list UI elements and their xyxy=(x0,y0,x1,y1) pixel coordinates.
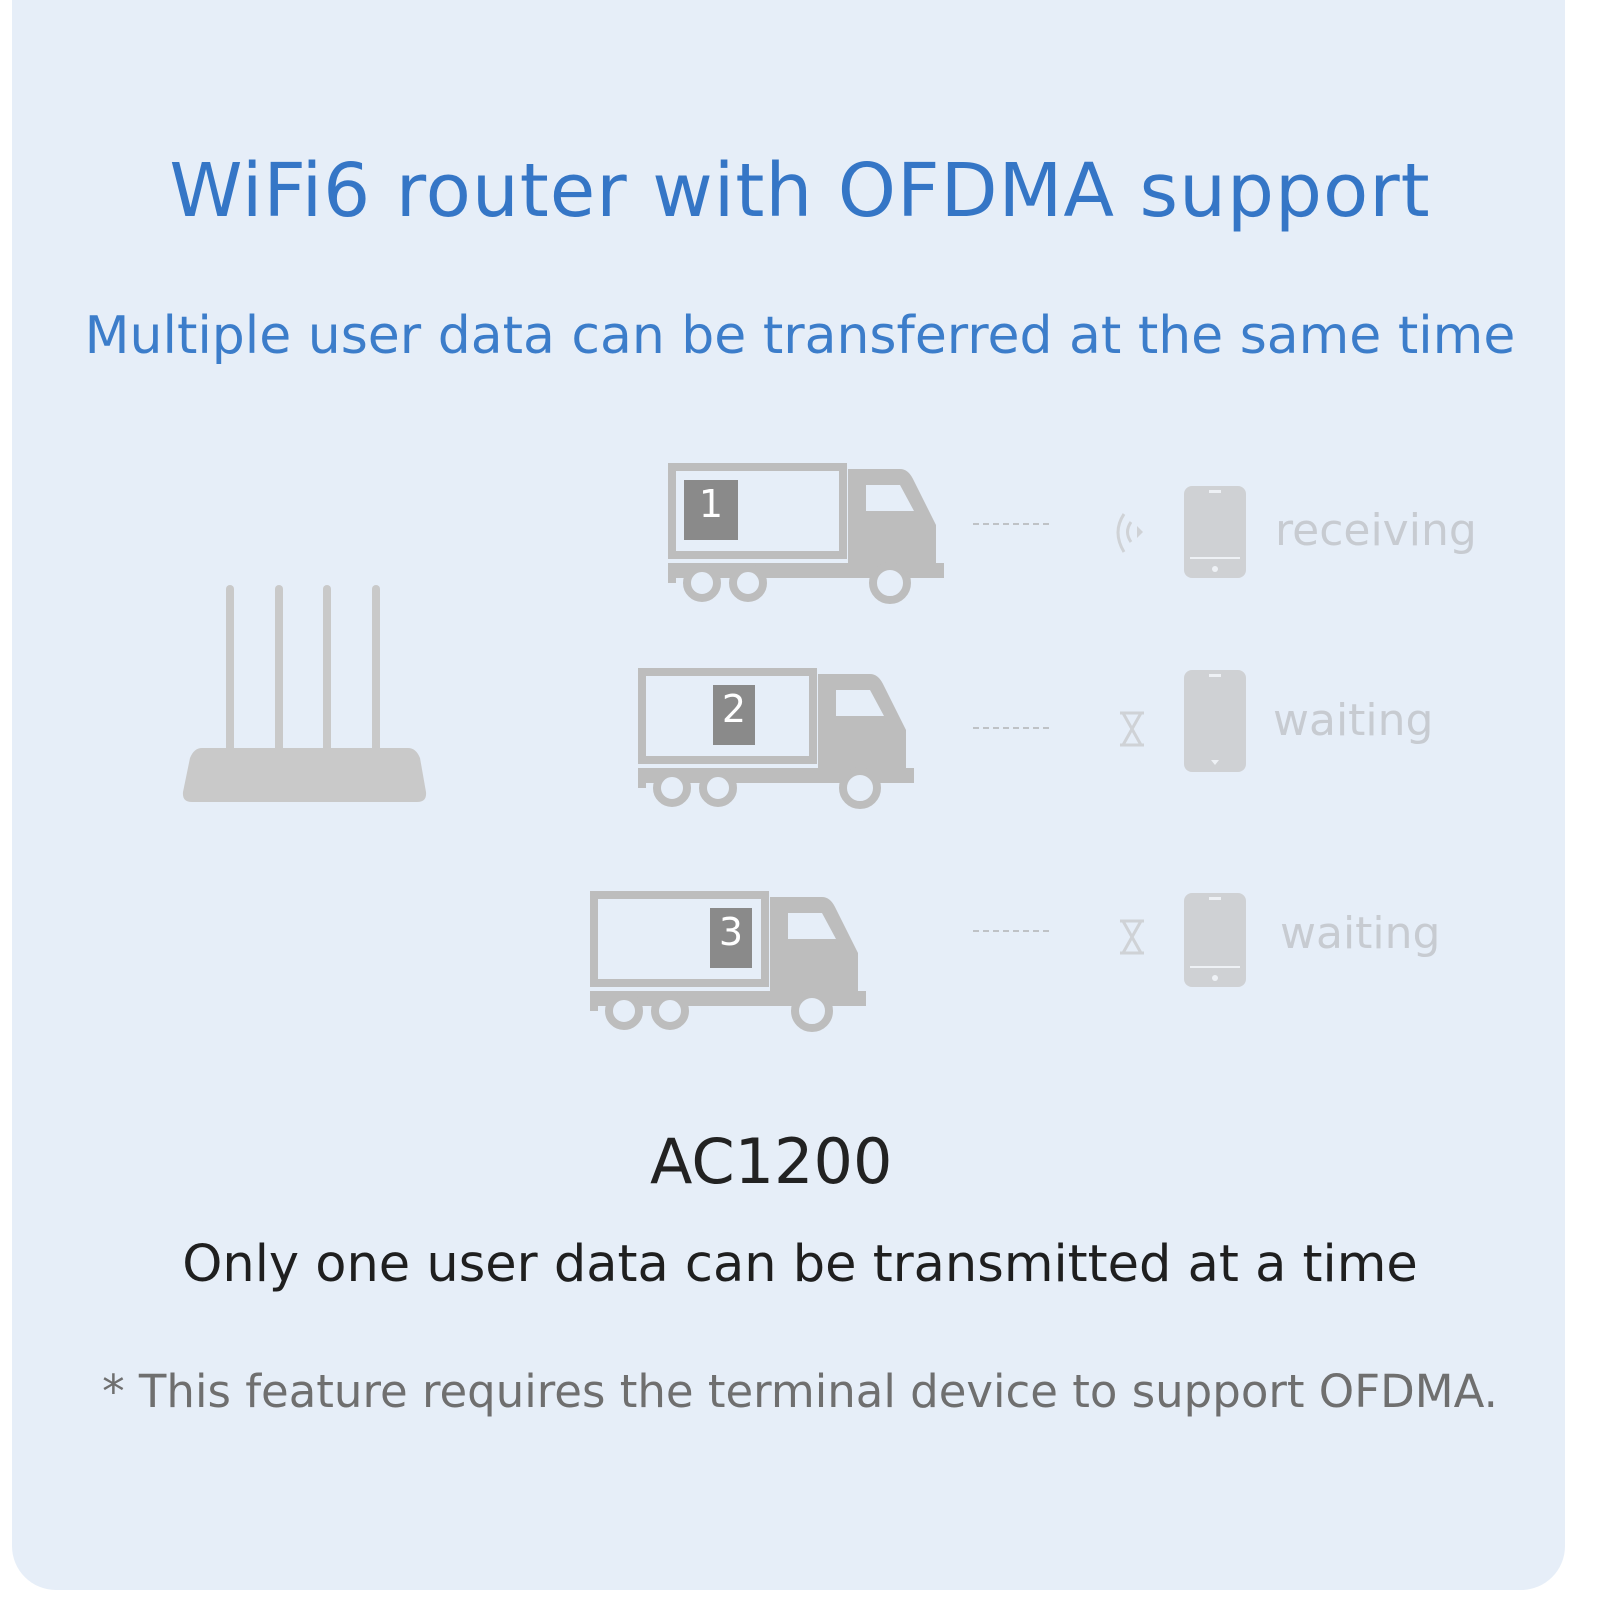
connector-line xyxy=(973,523,1049,525)
status-label: waiting xyxy=(1280,908,1441,959)
truck-2-icon xyxy=(638,668,914,809)
truck-number: 3 xyxy=(718,910,744,954)
status-label: receiving xyxy=(1275,505,1477,556)
connector-line xyxy=(973,727,1049,729)
hourglass-icon xyxy=(1120,919,1144,955)
truck-number: 2 xyxy=(721,687,747,731)
phone-icon xyxy=(1184,486,1246,578)
truck-number: 1 xyxy=(698,482,724,526)
caption: Only one user data can be transmitted at… xyxy=(182,1235,1418,1294)
hourglass-icon xyxy=(1120,711,1144,747)
phone-icon xyxy=(1184,670,1246,772)
router-icon xyxy=(182,585,427,802)
wifi-signal-icon xyxy=(1116,513,1143,553)
connector-line xyxy=(973,930,1049,932)
subtitle: Multiple user data can be transferred at… xyxy=(84,306,1516,366)
status-label: waiting xyxy=(1273,695,1434,746)
truck-1-icon xyxy=(668,463,944,604)
phone-icon xyxy=(1184,893,1246,987)
footnote: * This feature requires the terminal dev… xyxy=(102,1365,1498,1418)
page-title: WiFi6 router with OFDMA support xyxy=(169,148,1431,234)
model-label: AC1200 xyxy=(650,1125,893,1198)
truck-3-icon xyxy=(590,891,866,1032)
